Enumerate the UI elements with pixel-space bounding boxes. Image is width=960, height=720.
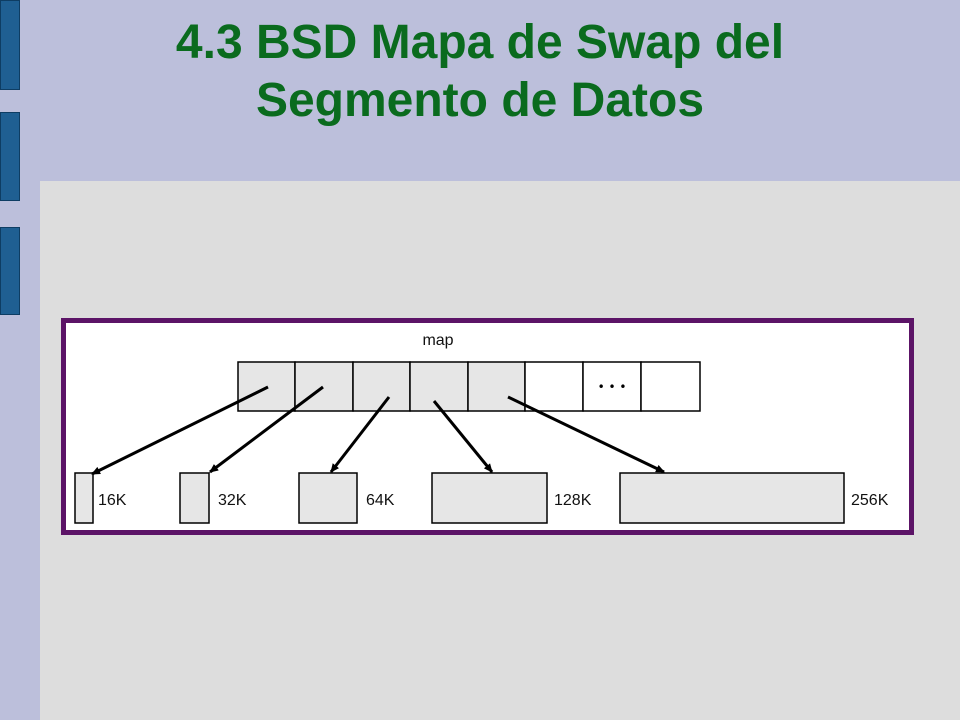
arrow-to-256k — [507, 395, 665, 474]
map-cell-4 — [409, 361, 469, 412]
arrow-to-16k — [91, 385, 269, 476]
map-array: • • • — [237, 361, 701, 412]
arrow-to-32k — [209, 385, 324, 474]
pointer-arrows — [91, 385, 665, 476]
accent-bar-2 — [0, 112, 20, 201]
arrow-to-128k — [432, 400, 494, 473]
accent-bar-1 — [0, 0, 20, 90]
map-cell-6 — [524, 361, 584, 412]
map-label: map — [422, 332, 453, 349]
block-label-16k: 16K — [98, 492, 127, 509]
map-cell-3 — [352, 361, 411, 412]
map-cell-8 — [640, 361, 701, 412]
map-cell-2 — [294, 361, 354, 412]
accent-bar-3 — [0, 227, 20, 315]
slide-title-line-2: Segmento de Datos — [255, 74, 705, 127]
swap-block-128k — [431, 472, 548, 524]
block-label-32k: 32K — [218, 492, 247, 509]
slide-title: 4.3 BSD Mapa de Swap del Segmento de Dat… — [0, 14, 960, 130]
swap-blocks — [74, 472, 845, 524]
swap-block-64k — [298, 472, 358, 524]
slide-title-line-1: 4.3 BSD Mapa de Swap del — [175, 16, 785, 69]
map-cell-5 — [467, 361, 526, 412]
block-label-64k: 64K — [366, 492, 395, 509]
swap-block-256k — [619, 472, 845, 524]
block-labels: 16K 32K 64K 128K 256K — [98, 492, 889, 509]
swap-block-16k — [74, 472, 94, 524]
block-label-256k: 256K — [851, 492, 889, 509]
swap-block-32k — [179, 472, 210, 524]
map-ellipsis: • • • — [598, 380, 627, 394]
block-label-128k: 128K — [554, 492, 592, 509]
arrow-to-64k — [329, 396, 391, 473]
